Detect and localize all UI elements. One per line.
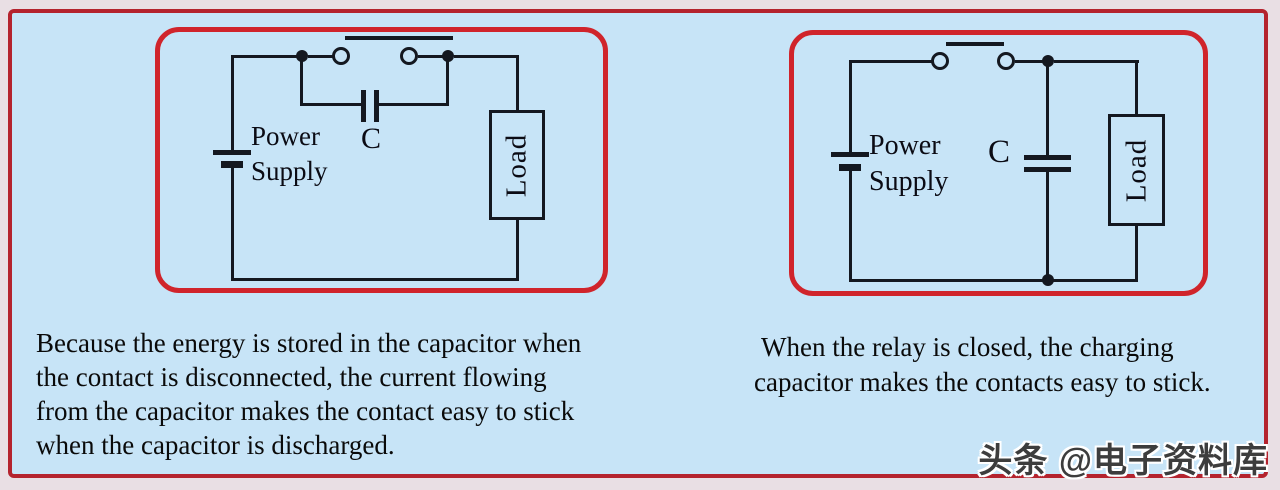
left-circuit-panel: [155, 27, 608, 293]
relay-contact-terminal-icon: [997, 52, 1015, 70]
capacitor-plate: [361, 90, 366, 122]
battery-negative-plate: [221, 161, 243, 168]
wire: [231, 55, 234, 151]
wire: [516, 217, 519, 281]
wire: [454, 55, 519, 58]
relay-actuator-bar: [345, 36, 453, 40]
watermark: 头条 @电子资料库: [978, 442, 1268, 480]
caption-line: the contact is disconnected, the current…: [36, 362, 547, 392]
wire: [849, 60, 933, 63]
load-box: Load: [1108, 114, 1165, 226]
outer-red-frame: [8, 9, 1268, 478]
junction-dot: [296, 50, 308, 62]
wire: [300, 103, 363, 106]
wire: [300, 58, 303, 106]
wire: [1135, 223, 1138, 282]
relay-contact-terminal-icon: [931, 52, 949, 70]
power-supply-label: Power Supply: [869, 130, 949, 197]
capacitor-label: C: [360, 122, 381, 155]
wire: [1135, 60, 1138, 115]
capacitor-plate: [1024, 167, 1071, 172]
wire: [849, 279, 1138, 282]
wire: [1054, 60, 1139, 63]
relay-contact-terminal-icon: [332, 47, 350, 65]
caption-line: from the capacitor makes the contact eas…: [36, 396, 575, 426]
wire: [231, 278, 519, 281]
caption-line: capacitor makes the contacts easy to sti…: [754, 367, 1211, 397]
wire: [446, 58, 449, 106]
right-caption: When the relay is closed, the charging c…: [754, 330, 1211, 400]
battery-positive-plate: [213, 150, 251, 155]
junction-dot: [1042, 274, 1054, 286]
wire: [308, 55, 334, 58]
capacitor-label: C: [987, 134, 1010, 170]
battery-negative-plate: [839, 164, 861, 171]
load-label: Load: [1120, 138, 1152, 202]
relay-actuator-bar: [946, 42, 1004, 46]
wire: [418, 55, 444, 58]
wire: [1046, 172, 1049, 282]
caption-line: Because the energy is stored in the capa…: [36, 328, 582, 358]
wire: [231, 55, 299, 58]
left-caption: Because the energy is stored in the capa…: [36, 326, 581, 462]
capacitor-plate: [374, 90, 379, 122]
power-supply-label: Power Supply: [251, 121, 328, 186]
right-circuit-panel: [789, 30, 1208, 296]
caption-line: when the capacitor is discharged.: [36, 430, 395, 460]
wire: [1015, 60, 1043, 63]
wire: [1046, 61, 1049, 156]
caption-line: When the relay is closed, the charging: [761, 332, 1174, 362]
wire: [379, 103, 447, 106]
battery-positive-plate: [831, 152, 869, 157]
wire: [231, 168, 234, 281]
wire: [849, 60, 852, 153]
junction-dot: [442, 50, 454, 62]
wire: [849, 171, 852, 282]
wire: [516, 55, 519, 111]
relay-contact-terminal-icon: [400, 47, 418, 65]
capacitor-plate: [1024, 155, 1071, 160]
